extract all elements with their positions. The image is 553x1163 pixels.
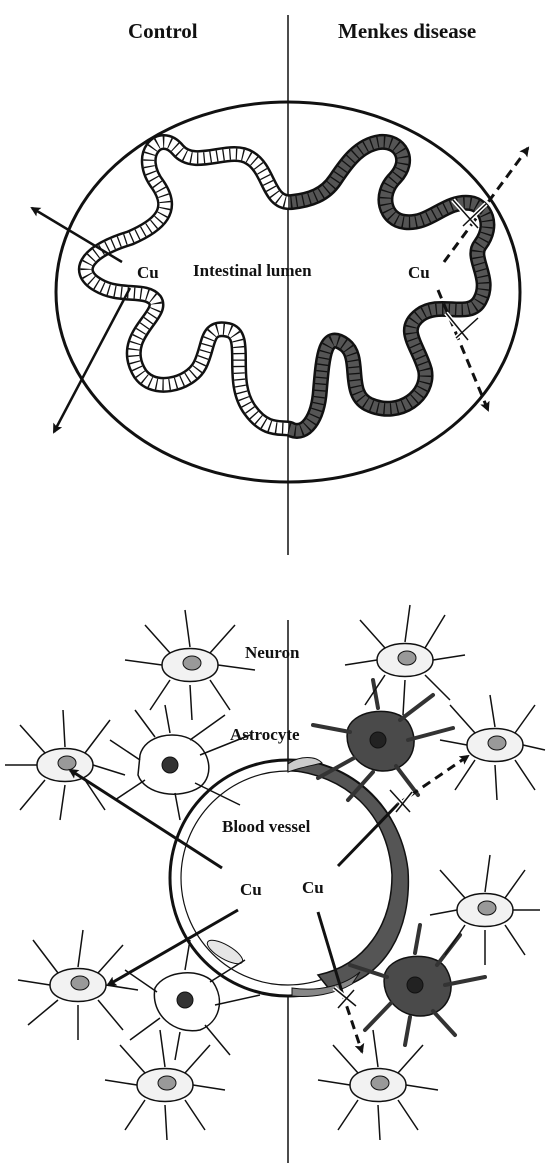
block-cross-brain-bottom	[334, 988, 356, 1008]
astrocyte-label: Astrocyte	[230, 725, 300, 744]
cu-label-menkes-top: Cu	[408, 263, 430, 282]
intestine-cross-section: Intestinal lumen Cu Cu	[32, 102, 528, 482]
neuron-control-bottom	[105, 1030, 225, 1140]
blood-vessel-label: Blood vessel	[222, 817, 311, 836]
cu-arrow-control-down	[54, 288, 130, 432]
brain-section: Neuron Astrocyte Blood vessel Cu Cu	[5, 605, 545, 1140]
intestinal-lumen-label: Intestinal lumen	[193, 261, 312, 280]
cu-label-control-top: Cu	[137, 263, 159, 282]
blood-vessel	[170, 758, 408, 997]
neuron-control-left	[5, 710, 125, 820]
cu-label-control-bottom: Cu	[240, 880, 262, 899]
neuron-control-bottom-left	[18, 930, 138, 1040]
neuron-menkes-bottom	[318, 1030, 438, 1140]
cu-label-menkes-bottom: Cu	[302, 878, 324, 897]
neuron-control-top	[125, 610, 255, 720]
header-menkes: Menkes disease	[338, 19, 476, 43]
neuron-label: Neuron	[245, 643, 300, 662]
neuron-menkes-top	[345, 605, 465, 715]
header-control: Control	[128, 19, 198, 43]
neuron-menkes-right	[440, 695, 545, 800]
neuron-menkes-mid-right	[430, 855, 540, 965]
